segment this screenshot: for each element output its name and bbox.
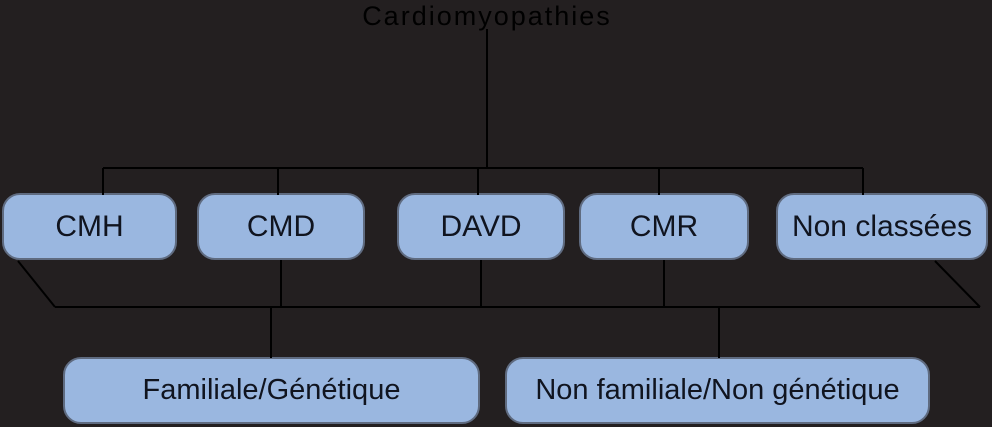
node-davd: DAVD bbox=[397, 193, 565, 260]
upper-tree-connector bbox=[102, 29, 864, 195]
figure-title: Cardiomyopathies bbox=[362, 1, 612, 31]
lower-tree-connector bbox=[17, 260, 981, 358]
node-familiale-genetique: Familiale/Génétique bbox=[63, 357, 480, 424]
node-cmh: CMH bbox=[2, 193, 177, 260]
node-non-classees: Non classées bbox=[776, 193, 988, 260]
node-cmr: CMR bbox=[579, 193, 749, 260]
node-non-familiale-non-genetique: Non familiale/Non génétique bbox=[505, 357, 930, 424]
node-cmd: CMD bbox=[197, 193, 365, 260]
